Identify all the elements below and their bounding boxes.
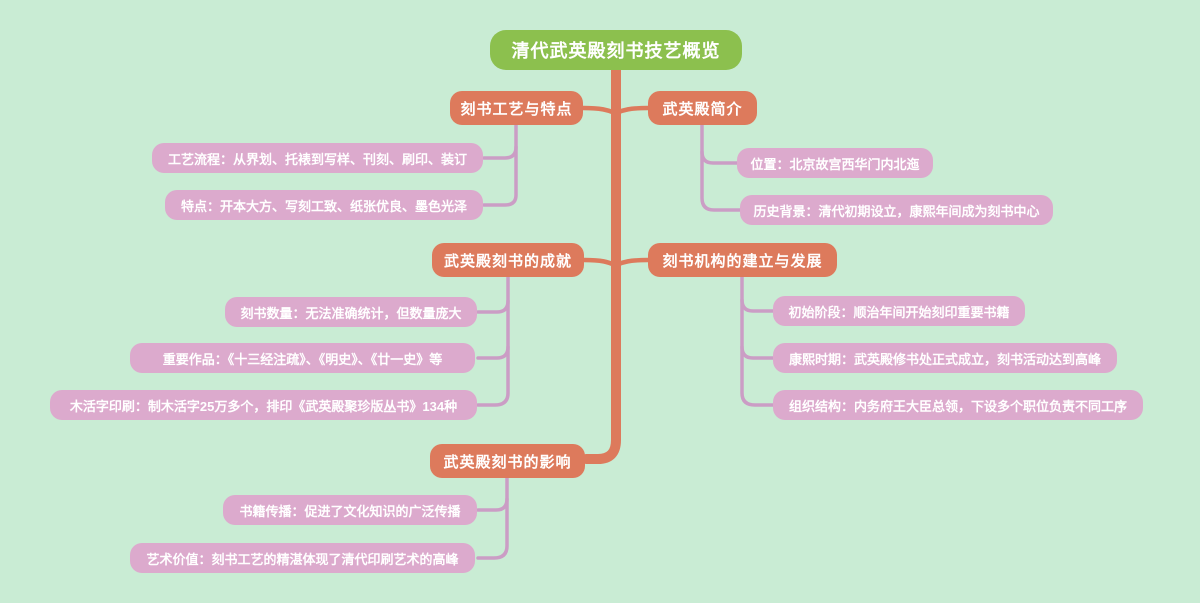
- subtopic-initial-stage[interactable]: 初始阶段：顺治年间开始刻印重要书籍: [773, 296, 1025, 326]
- link-institution: [613, 257, 651, 268]
- subtopic-features[interactable]: 特点：开本大方、写刻工致、纸张优良、墨色光泽: [165, 190, 483, 220]
- subtopic-kangxi-period[interactable]: 康熙时期：武英殿修书处正式成立，刻书活动达到高峰: [773, 343, 1117, 373]
- branchline-institution-b: [740, 345, 776, 360]
- branchline-achievements: [476, 275, 510, 407]
- branchline-institution-a: [740, 298, 776, 313]
- subtopic-important-works[interactable]: 重要作品：《十三经注疏》、《明史》、《廿一史》等: [130, 343, 475, 373]
- branchline-craft: [482, 123, 518, 207]
- main-topic-influence[interactable]: 武英殿刻书的影响: [430, 444, 585, 478]
- main-topic-wuyingdian-intro[interactable]: 武英殿简介: [648, 91, 757, 125]
- branchline-influence: [476, 476, 509, 560]
- subtopic-location[interactable]: 位置：北京故宫西华门内北迤: [737, 148, 933, 178]
- subtopic-process[interactable]: 工艺流程：从界划、托裱到写样、刊刻、刷印、装订: [152, 143, 483, 173]
- branchline-intro-a: [700, 150, 739, 165]
- main-topic-achievements[interactable]: 武英殿刻书的成就: [432, 243, 584, 277]
- branchline-craft-a: [482, 145, 518, 160]
- link-achievements: [581, 257, 618, 268]
- main-topic-institution[interactable]: 刻书机构的建立与发展: [648, 243, 837, 277]
- subtopic-history[interactable]: 历史背景：清代初期设立，康熙年间成为刻书中心: [740, 195, 1053, 225]
- link-craft: [580, 105, 618, 116]
- subtopic-artistic-value[interactable]: 艺术价值：刻书工艺的精湛体现了清代印刷艺术的高峰: [130, 543, 475, 573]
- branchline-influence-a: [476, 497, 509, 512]
- root-topic[interactable]: 清代武英殿刻书技艺概览: [490, 30, 742, 70]
- branchline-institution: [740, 275, 776, 407]
- subtopic-dissemination[interactable]: 书籍传播：促进了文化知识的广泛传播: [223, 495, 477, 525]
- subtopic-organization[interactable]: 组织结构：内务府王大臣总领，下设多个职位负责不同工序: [773, 390, 1143, 420]
- branchline-achievements-a: [476, 299, 510, 314]
- main-topic-engraving-craft[interactable]: 刻书工艺与特点: [450, 91, 583, 125]
- link-intro: [613, 105, 651, 116]
- trunk-line: [581, 61, 621, 464]
- branchline-achievements-b: [476, 345, 510, 360]
- subtopic-quantity[interactable]: 刻书数量：无法准确统计，但数量庞大: [225, 297, 477, 327]
- subtopic-movable-type[interactable]: 木活字印刷：制木活字25万多个，排印《武英殿聚珍版丛书》134种: [50, 390, 477, 420]
- branchline-intro: [700, 123, 742, 212]
